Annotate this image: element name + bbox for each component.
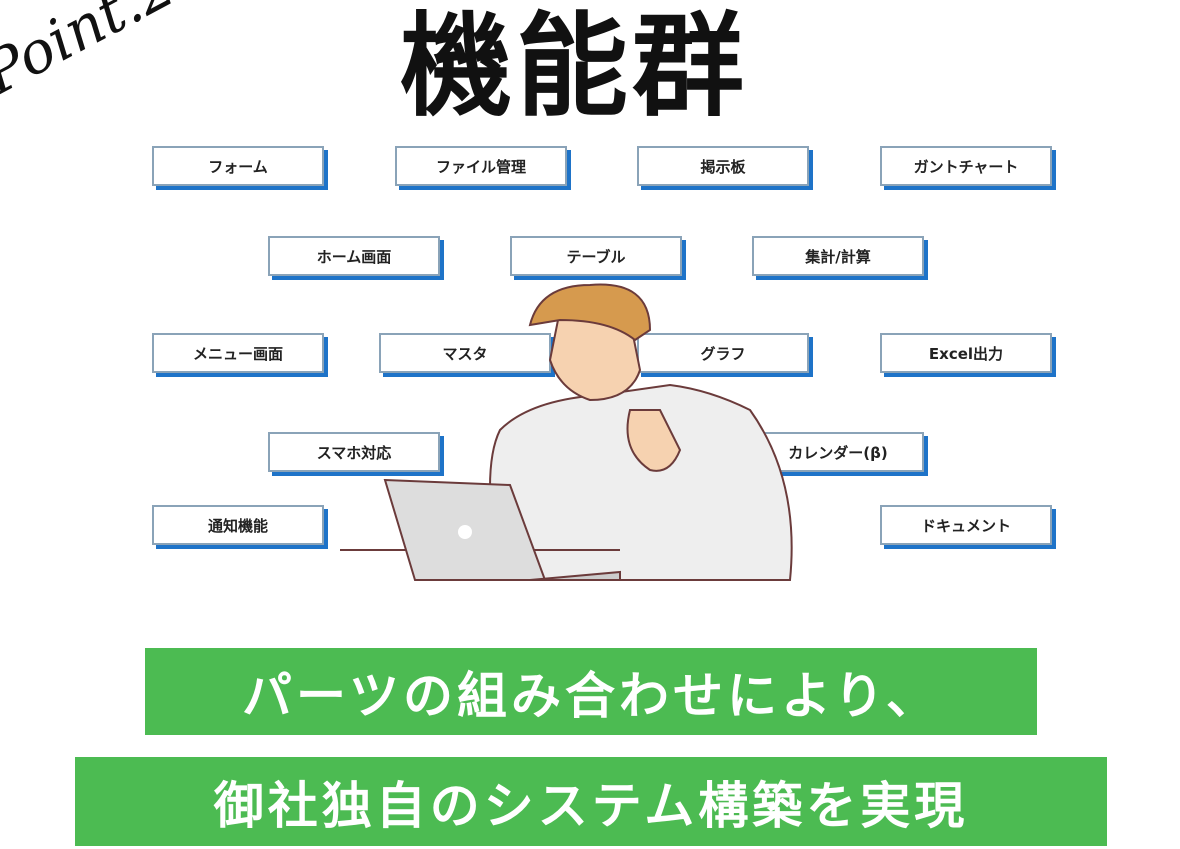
feature-document: ドキュメント — [880, 505, 1052, 545]
feature-bulletin-board: 掲示板 — [637, 146, 809, 186]
feature-file-management: ファイル管理 — [395, 146, 567, 186]
point-label: Point.2 — [0, 0, 187, 109]
page-title: 機能群 — [400, 2, 748, 132]
feature-menu-screen: メニュー画面 — [152, 333, 324, 373]
banner-line-2: 御社独自のシステム構築を実現 — [75, 757, 1107, 846]
feature-form: フォーム — [152, 146, 324, 186]
feature-calendar: カレンダー(β) — [752, 432, 924, 472]
person-laptop-illustration — [340, 283, 793, 581]
feature-aggregate: 集計/計算 — [752, 236, 924, 276]
feature-master: マスタ — [379, 333, 551, 373]
feature-smartphone: スマホ対応 — [268, 432, 440, 472]
feature-table: テーブル — [510, 236, 682, 276]
feature-gantt-chart: ガントチャート — [880, 146, 1052, 186]
feature-notification: 通知機能 — [152, 505, 324, 545]
banner-line-1: パーツの組み合わせにより、 — [145, 648, 1037, 735]
feature-graph: グラフ — [637, 333, 809, 373]
feature-home-screen: ホーム画面 — [268, 236, 440, 276]
feature-excel-output: Excel出力 — [880, 333, 1052, 373]
